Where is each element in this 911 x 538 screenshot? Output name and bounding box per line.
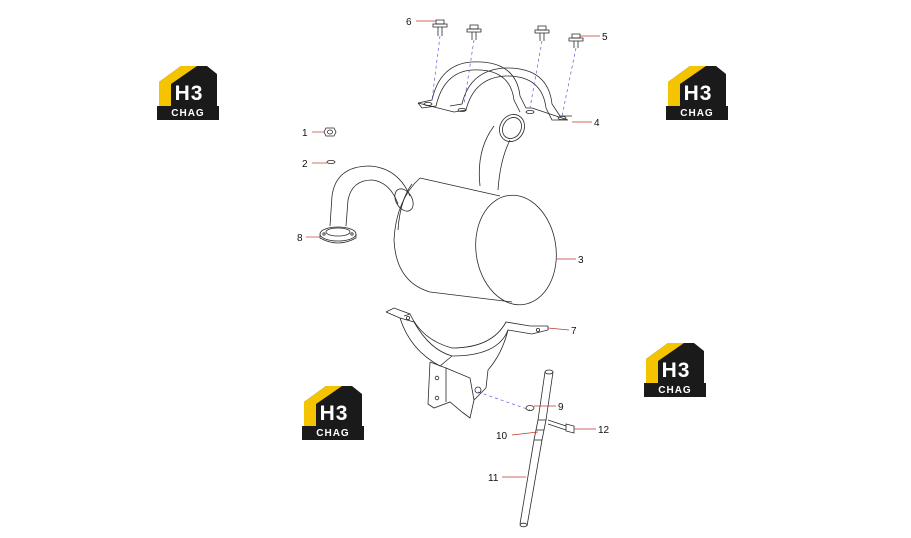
lower-cradle-bracket	[385, 307, 549, 371]
leader-lines	[306, 20, 600, 478]
callout-2: 2	[302, 159, 308, 170]
callout-6: 6	[406, 17, 412, 28]
mounting-plate	[427, 361, 489, 419]
watermark-sub-text: CHAG	[316, 428, 350, 439]
watermark-main-text: H3	[683, 82, 713, 105]
watermark-logo: H3 CHAG	[302, 382, 364, 442]
callout-12: 12	[598, 425, 610, 436]
upper-clamp-straps	[417, 61, 572, 121]
top-bolts	[432, 19, 584, 48]
tail-pipe	[519, 369, 554, 528]
washer	[326, 159, 336, 164]
watermark-main-text: H3	[661, 359, 691, 382]
watermark-logo: H3 CHAG	[644, 339, 706, 399]
callout-7: 7	[571, 326, 577, 337]
callout-4: 4	[594, 118, 600, 129]
outlet-pipe	[478, 114, 525, 191]
watermark-logo: H3 CHAG	[666, 62, 728, 122]
callout-9: 9	[558, 402, 564, 413]
callout-8: 8	[297, 233, 303, 244]
inlet-pipe	[329, 165, 414, 227]
watermark-main-text: H3	[319, 402, 349, 425]
side-bolt	[547, 419, 575, 434]
small-washer	[525, 405, 535, 411]
callout-5: 5	[602, 32, 608, 43]
callout-11: 11	[488, 473, 499, 484]
watermark-main-text: H3	[174, 82, 204, 105]
nut	[323, 127, 337, 137]
assembly-dashed-lines	[431, 35, 577, 411]
watermark-logo: H3 CHAG	[157, 62, 219, 122]
callout-3: 3	[578, 255, 584, 266]
callout-10: 10	[496, 431, 508, 442]
flange	[319, 226, 357, 244]
callout-1: 1	[302, 128, 308, 139]
watermark-sub-text: CHAG	[171, 108, 205, 119]
muffler-body	[393, 177, 557, 306]
watermark-sub-text: CHAG	[658, 385, 692, 396]
callout-numbers: 1 2 3 4 5 6 7 8 9 10 11 12	[297, 17, 610, 484]
watermark-sub-text: CHAG	[680, 108, 714, 119]
